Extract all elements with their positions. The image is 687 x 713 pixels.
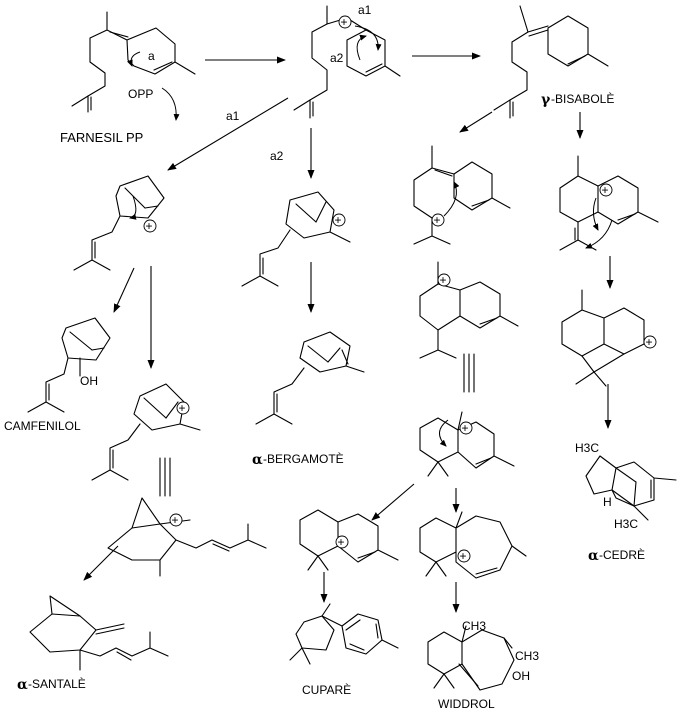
cuparenyl-cation-structure [299, 509, 399, 571]
curly-arrow-a1 [354, 25, 382, 51]
svg-text:+: + [335, 213, 342, 227]
cation-charge-4: + [176, 401, 190, 415]
pathway-label-a2-top: a2 [330, 51, 344, 65]
name-alpha-cedrene: -CEDRÈ [599, 547, 645, 562]
svg-text:+: + [338, 535, 345, 549]
farnesyl-pp-structure [71, 11, 196, 113]
curly-arrow-opp [161, 87, 180, 121]
curly-arrow-acoradienyl-2 [585, 219, 613, 249]
cuparene-structure [289, 603, 399, 665]
curly-arrow-a [126, 51, 141, 67]
arrow-bisabolene-to-cuprenyl [459, 111, 493, 133]
opp-label: OPP [128, 87, 153, 101]
cation-charge-5: + [169, 513, 183, 527]
arrow-to-cuparenyl-cation [371, 483, 415, 521]
cation-charge-11: + [335, 535, 349, 549]
norbornyl-cation-structure [107, 497, 267, 577]
greek-gamma: γ [541, 92, 551, 108]
cation-charge-10: + [643, 335, 657, 349]
greek-alpha-cedrene: α [588, 548, 599, 564]
ch3-label-widdrol-right: CH3 [515, 649, 539, 663]
acoradienyl-cation-structure [559, 155, 659, 251]
svg-text:+: + [434, 213, 441, 227]
name-cuparene: CUPARÈ [302, 682, 351, 697]
cation-charge-8: + [459, 421, 473, 435]
name-gamma-bisabolene: -BISABOLÈ [551, 91, 614, 106]
h3c-label-cedrene-2: H3C [614, 517, 638, 531]
svg-text:+: + [462, 421, 469, 435]
cation-charge-6: + [431, 213, 445, 227]
santalyl-cation-structure [73, 175, 165, 271]
alpha-santalene-structure [29, 595, 169, 671]
greek-alpha-santalene: α [17, 677, 28, 693]
cedryl-cation-structure [561, 289, 645, 387]
gamma-bisabolene-structure [493, 5, 609, 119]
arrow-to-camfenilol [113, 267, 135, 313]
arrow-to-santalene [83, 545, 119, 581]
cation-charge-7: + [437, 273, 451, 287]
h3c-label-cedrene-1: H3C [575, 441, 599, 455]
h-label-cedrene: H [603, 495, 612, 509]
svg-text:+: + [602, 183, 609, 197]
svg-text:+: + [179, 401, 186, 415]
svg-text:+: + [341, 15, 348, 29]
curly-arrow-chamigrenyl [439, 419, 449, 447]
pathway-label-a1-left: a1 [226, 109, 240, 123]
svg-text:+: + [440, 273, 447, 287]
pathway-label-a2-mid: a2 [270, 149, 284, 163]
ch3-label-widdrol-top: CH3 [462, 619, 486, 633]
resonance-lines-middle [463, 353, 475, 393]
svg-text:+: + [646, 335, 653, 349]
arrow-a1-pathway [167, 97, 289, 171]
curly-arrow-cuprenyl [443, 181, 460, 217]
resonance-lines-left [159, 457, 171, 497]
cation-charge-9: + [599, 183, 613, 197]
oh-label-camfenilol: OH [80, 374, 98, 388]
greek-alpha-bergamotene: α [252, 452, 263, 468]
svg-text:+: + [146, 219, 153, 233]
name-widdrol: WIDDROL [438, 697, 495, 711]
santalyl-cation-2-structure [91, 383, 201, 481]
curly-arrow-a2 [356, 34, 367, 61]
cation-charge-3: + [332, 213, 346, 227]
spiro-cation-structure [419, 261, 519, 359]
svg-text:+: + [460, 549, 467, 563]
camfenilol-structure [27, 317, 111, 413]
name-alpha-santalene: -SANTALÈ [28, 676, 86, 691]
alpha-cedrene-structure [585, 455, 677, 521]
curly-arrow-santalyl [129, 195, 137, 220]
name-farnesil-pp: FARNESIL PP [60, 130, 143, 145]
pathway-label-a: a [148, 49, 155, 63]
curly-arrow-acoradienyl-1 [592, 197, 599, 231]
svg-text:+: + [172, 513, 179, 527]
oh-label-widdrol: OH [512, 669, 530, 683]
alpha-bergamotene-structure [255, 331, 365, 425]
pathway-label-a1-top: a1 [358, 3, 372, 17]
cation-charge-12: + [457, 549, 471, 563]
cation-charge-1: + [338, 15, 352, 29]
name-camfenilol: CAMFENILOL [4, 419, 81, 433]
name-alpha-bergamotene: -BERGAMOTÈ [263, 451, 344, 466]
bergamotyl-cation-structure [241, 191, 351, 287]
cuprenyl-cation-structure [413, 145, 511, 245]
widdrol-structure [427, 625, 515, 691]
cation-charge-2: + [143, 219, 157, 233]
widdryl-cation-structure [419, 511, 527, 579]
